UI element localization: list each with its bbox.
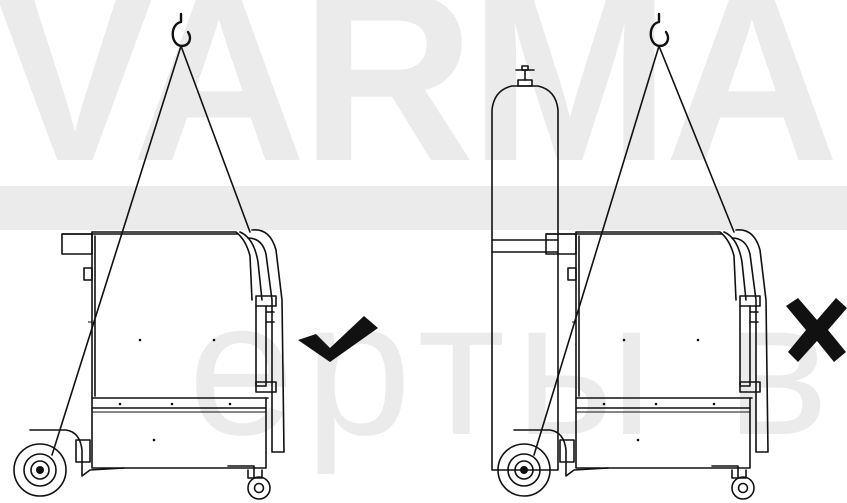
cross-icon xyxy=(786,298,847,362)
figure-lifting-incorrect xyxy=(491,12,847,500)
front-lifting-cable xyxy=(533,45,660,456)
lifting-hook-icon xyxy=(649,12,670,48)
rear-lifting-cable xyxy=(658,45,735,233)
figure-lifting-correct xyxy=(13,12,378,500)
watermark-band xyxy=(0,186,847,230)
checkmark-icon xyxy=(298,316,378,362)
front-lifting-cable xyxy=(51,45,182,456)
rear-lifting-cable xyxy=(180,45,251,233)
gas-cylinder xyxy=(491,65,559,471)
lifting-hook-icon xyxy=(171,12,192,48)
